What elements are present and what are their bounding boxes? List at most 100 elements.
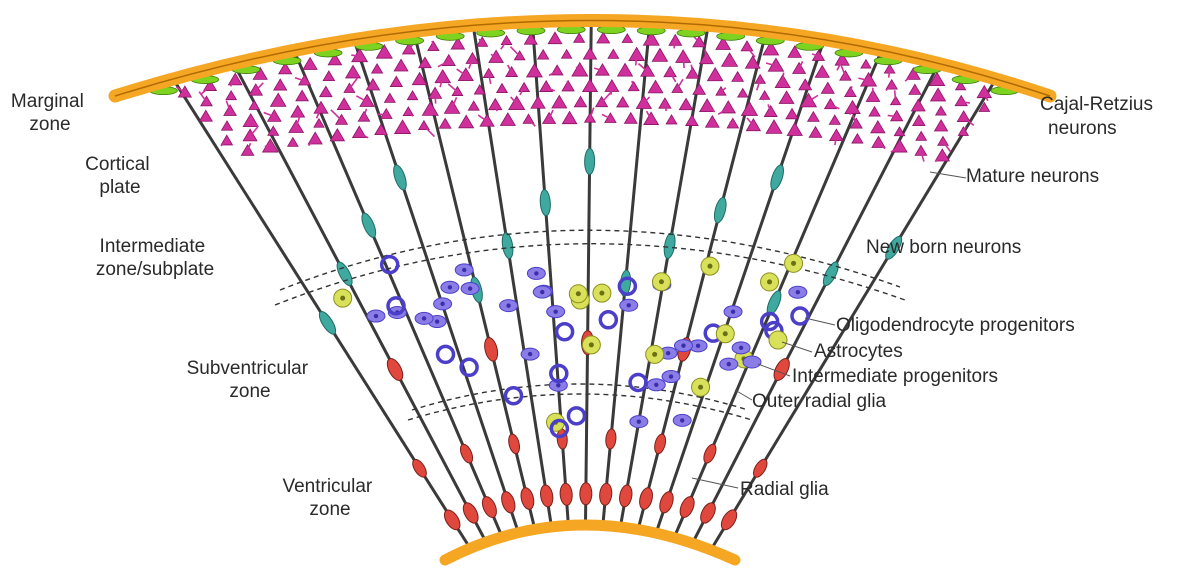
mature-neuron	[955, 96, 967, 106]
mature-neuron	[222, 121, 233, 130]
intermediate-progenitor-nucleus	[627, 303, 631, 307]
mature-neuron	[249, 101, 259, 110]
mature-neuron	[936, 106, 947, 115]
mature-neuron-dendrite	[448, 84, 457, 92]
mature-neuron	[296, 90, 308, 101]
label-astrocytes: Astrocytes	[814, 341, 903, 362]
label-mature-neurons: Mature neurons	[966, 166, 1099, 187]
mature-neuron	[911, 99, 925, 111]
mature-neuron	[618, 63, 633, 76]
mature-neuron	[574, 96, 586, 106]
label-new-born-neurons: New born neurons	[866, 237, 1021, 258]
mature-neuron	[468, 101, 479, 110]
mature-neuron	[407, 91, 417, 100]
mature-neuron	[330, 129, 344, 141]
new-born-neuron	[712, 196, 728, 224]
intermediate-progenitor-nucleus	[669, 374, 673, 378]
mature-neuron-dendrite	[683, 57, 684, 68]
mature-neuron-dendrite	[567, 81, 568, 86]
mature-neuron-dendrite	[625, 71, 626, 72]
mature-neuron	[693, 84, 705, 95]
mature-neuron	[395, 120, 411, 133]
oligodendrocyte-progenitor	[600, 312, 616, 328]
mature-neuron	[562, 111, 576, 123]
mature-neuron	[501, 36, 511, 45]
mature-neuron	[480, 114, 494, 126]
intermediate-progenitor-nucleus	[696, 344, 700, 348]
mature-neuron	[419, 121, 430, 130]
intermediate-progenitor-nucleus	[681, 343, 685, 347]
label-cajal-retzius: Cajal-Retzius neurons	[1040, 94, 1158, 139]
label-oligodendrocyte-progenitors: Oligodendrocyte progenitors	[836, 315, 1075, 336]
mature-neuron	[523, 114, 534, 123]
mature-neuron-dendrite	[424, 126, 434, 137]
radial-glia-cell	[580, 483, 592, 505]
mature-neuron	[741, 102, 757, 116]
mature-neuron-dendrite	[253, 106, 254, 107]
mature-neuron	[320, 86, 332, 96]
mature-neuron	[617, 97, 629, 107]
intermediate-progenitor-nucleus	[553, 309, 557, 313]
mature-neuron	[871, 121, 885, 133]
intermediate-progenitor-nucleus	[796, 290, 800, 294]
mature-neuron	[852, 134, 863, 143]
new-born-neuron	[539, 189, 551, 216]
mature-neuron	[538, 50, 549, 59]
mature-neuron	[779, 91, 794, 103]
intermediate-progenitor-nucleus	[637, 419, 641, 423]
mature-neuron	[531, 96, 545, 108]
intermediate-progenitor-nucleus	[422, 316, 426, 320]
mature-neuron	[271, 93, 286, 106]
radial-glia-cell	[480, 495, 500, 520]
mature-neuron	[572, 63, 588, 76]
radial-glia-cell	[559, 483, 573, 506]
radial-glia-cell	[618, 484, 634, 508]
leader-outer-radial-glia	[735, 390, 752, 400]
intermediate-progenitor-nucleus	[435, 319, 439, 323]
mature-neuron-dendrite	[742, 94, 743, 95]
oligodendrocyte-progenitor	[557, 324, 573, 340]
radial-glia-cell	[519, 486, 536, 510]
mature-neuron	[872, 136, 885, 147]
mature-neuron	[722, 53, 738, 66]
mature-neuron	[372, 64, 383, 73]
mature-neuron-dendrite	[866, 63, 868, 64]
mature-neuron	[519, 83, 530, 92]
label-outer-radial-glia: Outer radial glia	[752, 391, 887, 412]
mature-neuron-dendrite	[590, 53, 591, 55]
oligodendrocyte-progenitor	[568, 408, 584, 424]
intermediate-progenitor-nucleus	[534, 271, 538, 275]
new-born-neuron	[501, 232, 515, 259]
mature-neuron-dendrite	[510, 47, 519, 56]
mature-neuron-dendrite	[895, 90, 896, 101]
mature-neuron	[291, 105, 305, 117]
mature-neuron	[226, 91, 236, 100]
intermediate-progenitor-nucleus	[462, 268, 466, 272]
mature-neuron	[815, 65, 829, 77]
astrocyte-nucleus	[659, 279, 664, 284]
mature-neuron	[666, 115, 677, 124]
intermediate-progenitor-nucleus	[654, 383, 658, 387]
mature-neuron	[809, 127, 822, 138]
astrocyte-nucleus	[698, 385, 703, 390]
intermediate-progenitor-nucleus	[468, 286, 472, 290]
mature-neuron	[686, 115, 698, 126]
new-born-neuron	[359, 211, 378, 239]
mature-neuron	[916, 131, 927, 140]
mature-neuron	[574, 33, 585, 42]
intermediate-progenitor-nucleus	[540, 290, 544, 294]
intermediate-progenitor-nucleus	[556, 383, 560, 387]
mature-neuron-dendrite	[435, 94, 436, 104]
mature-neuron	[913, 115, 925, 125]
mature-neuron	[931, 88, 946, 101]
mature-neuron	[303, 58, 317, 70]
label-ventricular-zone: Ventricular zone	[282, 476, 377, 520]
radial-glia-cell	[441, 507, 463, 532]
mature-neuron	[458, 68, 473, 81]
label-intermediate-progenitors: Intermediate progenitors	[792, 366, 998, 387]
radial-glia-fiber	[712, 79, 996, 548]
mature-neuron	[199, 110, 212, 121]
new-born-neuron	[391, 164, 409, 192]
mature-neuron	[829, 115, 840, 124]
intermediate-progenitor-nucleus	[448, 285, 452, 289]
